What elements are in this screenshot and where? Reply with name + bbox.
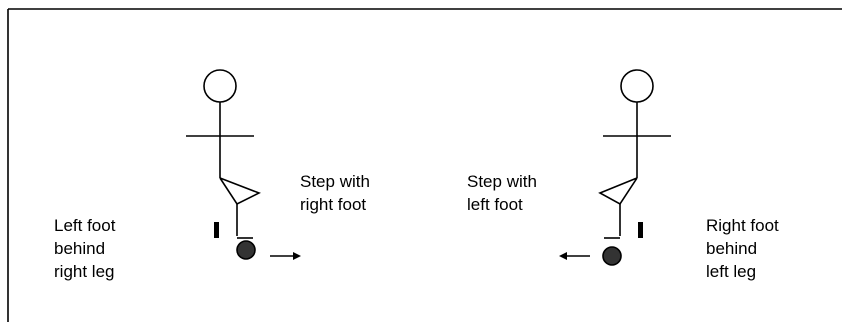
right-figure-bent-leg: [598, 177, 638, 206]
right-stick-figure: [598, 69, 671, 266]
left-figure-stepping-foot: [236, 240, 256, 260]
left-figure-bent-leg: [219, 177, 261, 206]
right-caption-line-2: behind: [706, 239, 757, 258]
left-step-label-line-2: right foot: [300, 195, 366, 214]
right-arrow-head: [559, 252, 567, 260]
left-step-arrow: [270, 252, 301, 260]
right-step-label-line-2: left foot: [467, 195, 523, 214]
left-figure-head: [203, 69, 237, 103]
left-caption-line-2: behind: [54, 239, 105, 258]
right-caption-line-3: left leg: [706, 262, 756, 281]
left-figure-back-foot: [214, 222, 219, 238]
right-figure-head: [620, 69, 654, 103]
right-figure-stepping-foot: [602, 246, 622, 266]
right-caption-line-1: Right foot: [706, 216, 779, 235]
right-step-arrow: [559, 252, 590, 260]
right-step-label-line-1: Step with: [467, 172, 537, 191]
left-step-label-line-1: Step with: [300, 172, 370, 191]
left-arrow-head: [293, 252, 301, 260]
left-stick-figure: [186, 69, 261, 260]
right-figure-back-foot: [638, 222, 643, 238]
left-caption-line-1: Left foot: [54, 216, 116, 235]
left-caption-line-3: right leg: [54, 262, 114, 281]
